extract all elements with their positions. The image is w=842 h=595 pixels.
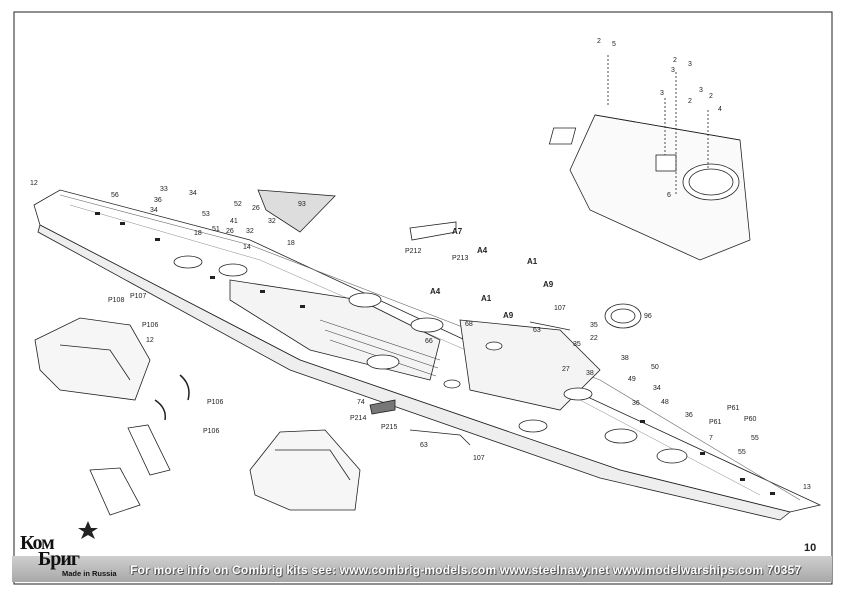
callout-label: A7 [452, 227, 463, 236]
callout-labels: 2 5 2 3 3 3 3 2 2 4 6 12 56 33 34 36 34 … [30, 38, 811, 491]
callout-label: 35 [590, 322, 598, 329]
logo-star-icon [78, 521, 98, 539]
callout-label: 3 [660, 90, 664, 97]
callout-label: 55 [738, 449, 746, 456]
callout-label: 26 [252, 205, 260, 212]
inset-deck-detail [548, 55, 751, 261]
callout-label: 2 [673, 57, 677, 64]
callout-label: 26 [226, 228, 234, 235]
callout-label: 34 [653, 385, 661, 392]
callout-label: 3 [688, 61, 692, 68]
callout-label: 93 [298, 201, 306, 208]
callout-label: 53 [202, 211, 210, 218]
callout-label: 14 [243, 244, 251, 251]
callout-label: 66 [425, 338, 433, 345]
callout-label: 32 [268, 218, 276, 225]
callout-label: A4 [477, 246, 488, 255]
callout-label: 2 [709, 93, 713, 100]
callout-label: 32 [246, 228, 254, 235]
callout-label: 68 [465, 321, 473, 328]
page-frame [13, 11, 833, 585]
callout-label: 107 [554, 305, 566, 312]
callout-label: 6 [667, 192, 671, 199]
callout-label: 74 [357, 399, 365, 406]
callout-label: 55 [751, 435, 759, 442]
footer-text: For more info on Combrig kits see: www.c… [130, 563, 802, 577]
callout-label: P214 [350, 415, 366, 422]
callout-label: 51 [212, 226, 220, 233]
callout-label: 22 [590, 335, 598, 342]
callout-label: 63 [420, 442, 428, 449]
callout-label: 52 [234, 201, 242, 208]
callout-label: A1 [481, 294, 492, 303]
callout-label: 96 [644, 313, 652, 320]
callout-label: 38 [621, 355, 629, 362]
logo-tagline: Made in Russia [62, 569, 117, 578]
callout-label: 36 [632, 400, 640, 407]
inset-bow-left [34, 317, 190, 516]
callout-label: P107 [130, 293, 146, 300]
callout-label: P212 [405, 248, 421, 255]
funnel-parts [257, 189, 642, 446]
callout-label: A9 [543, 280, 554, 289]
callout-label: 3 [671, 67, 675, 74]
callout-label: 50 [651, 364, 659, 371]
callout-label: 5 [612, 41, 616, 48]
callout-label: 3 [699, 87, 703, 94]
callout-label: 34 [150, 207, 158, 214]
callout-label: P108 [108, 297, 124, 304]
callout-label: 34 [189, 190, 197, 197]
callout-label: P60 [744, 416, 757, 423]
main-hull [33, 189, 822, 521]
callout-label: 48 [661, 399, 669, 406]
callout-label: 2 [688, 98, 692, 105]
callout-label: 4 [718, 106, 722, 113]
callout-label: 38 [586, 370, 594, 377]
callout-label: 49 [628, 376, 636, 383]
callout-label: P61 [709, 419, 722, 426]
callout-label: P215 [381, 424, 397, 431]
callout-label: 18 [287, 240, 295, 247]
callout-label: 13 [803, 484, 811, 491]
callout-label: P106 [207, 399, 223, 406]
callout-label: 18 [194, 230, 202, 237]
logo-text-line1: Ком [20, 532, 55, 554]
inset-bow-middle [249, 429, 361, 511]
page-number: 10 [804, 542, 817, 554]
callout-label: P61 [727, 405, 740, 412]
callout-label: 7 [709, 435, 713, 442]
callout-label: 27 [562, 366, 570, 373]
callout-label: 12 [146, 337, 154, 344]
callout-label: P213 [452, 255, 468, 262]
callout-label: 107 [473, 455, 485, 462]
callout-label: 2 [597, 38, 601, 45]
callout-label: 36 [154, 197, 162, 204]
callout-label: 33 [160, 186, 168, 193]
callout-label: 41 [230, 218, 238, 225]
callout-label: P106 [142, 322, 158, 329]
callout-label: P106 [203, 428, 219, 435]
callout-label: A9 [503, 311, 514, 320]
callout-label: A4 [430, 287, 441, 296]
logo-text-line2: Бриг [38, 548, 80, 570]
callout-label: A1 [527, 257, 538, 266]
footer-band [12, 556, 832, 582]
callout-label: 36 [685, 412, 693, 419]
callout-label: 35 [573, 341, 581, 348]
callout-label: 12 [30, 180, 38, 187]
callout-label: 63 [533, 327, 541, 334]
callout-label: 56 [111, 192, 119, 199]
